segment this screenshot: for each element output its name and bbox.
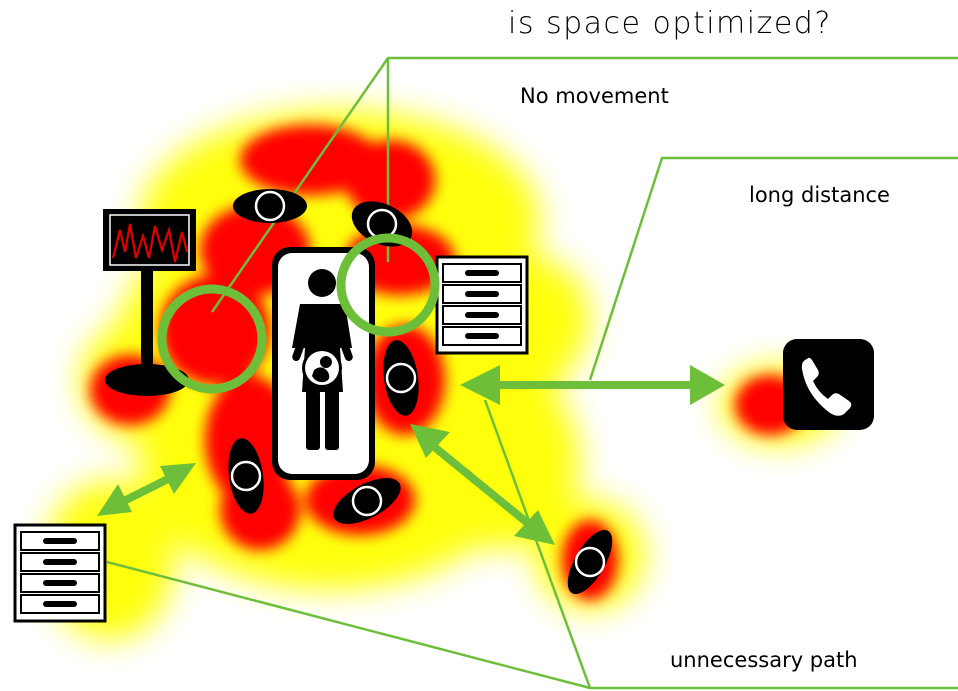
pregnant-patient-icon bbox=[292, 269, 353, 450]
unnecessary-path-label: unnecessary path bbox=[670, 648, 858, 672]
page-title: is space optimized? bbox=[508, 6, 832, 41]
double-arrow-icon-diagonal bbox=[410, 424, 555, 545]
highlight-ring-right bbox=[336, 233, 440, 337]
staff-position-icon bbox=[233, 189, 307, 223]
staff-position-icon bbox=[333, 478, 401, 524]
double-arrow-icon-left bbox=[97, 463, 196, 516]
callout-lines bbox=[106, 56, 958, 690]
long-distance-label: long distance bbox=[749, 183, 890, 207]
no-movement-label: No movement bbox=[520, 84, 669, 108]
phone-icon bbox=[783, 339, 874, 430]
no-movement-highlight-rings bbox=[157, 233, 440, 394]
double-arrow-icon bbox=[460, 365, 725, 405]
staff-position-icon bbox=[228, 438, 264, 514]
unnecessary-path-callout-line-2 bbox=[483, 399, 592, 689]
staff-position-icon bbox=[383, 340, 419, 416]
highlight-ring-left bbox=[157, 284, 267, 394]
long-distance-callout-line bbox=[588, 156, 958, 381]
staff-position-icon bbox=[567, 529, 613, 595]
drawer-cabinet-icon-left bbox=[13, 523, 107, 623]
patient-monitor-icon bbox=[103, 209, 196, 396]
staff-positions bbox=[228, 189, 613, 595]
drawer-cabinet-icon bbox=[435, 255, 529, 355]
